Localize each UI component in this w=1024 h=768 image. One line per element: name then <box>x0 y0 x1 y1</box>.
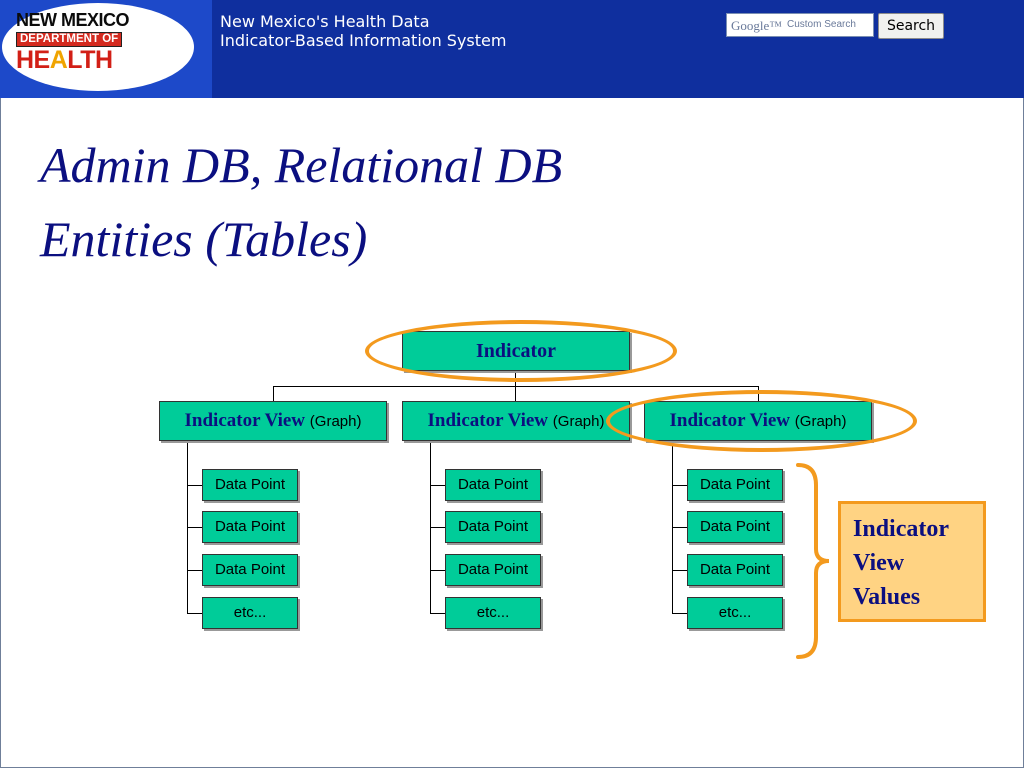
search-input[interactable]: Google™ Custom Search <box>726 13 874 37</box>
data-point-node: Data Point <box>202 511 298 543</box>
google-brand: Google™ <box>731 18 783 33</box>
data-point-node: Data Point <box>687 511 783 543</box>
indicator-view-node-2: Indicator View (Graph) <box>402 401 630 441</box>
logo-line-new-mexico: NEW MEXICO <box>16 10 130 30</box>
branch-drop-2 <box>515 386 516 401</box>
col1-tick <box>187 527 202 528</box>
col2-tick <box>430 613 445 614</box>
callout-line: View <box>853 550 905 576</box>
logo-oval <box>2 3 194 91</box>
data-point-node: Data Point <box>445 511 541 543</box>
search-placeholder: Custom Search <box>787 19 856 30</box>
callout-line: Indicator <box>853 516 949 542</box>
search-button[interactable]: Search <box>878 13 944 39</box>
col1-tick <box>187 485 202 486</box>
col2-tick <box>430 485 445 486</box>
col1-tick <box>187 613 202 614</box>
etc-node: etc... <box>445 597 541 629</box>
indicator-highlight-oval <box>365 320 677 382</box>
data-point-node: Data Point <box>445 554 541 586</box>
slide-title-line1: Admin DB, Relational DB <box>40 137 563 193</box>
view-label: Indicator View <box>184 410 306 431</box>
etc-node: etc... <box>202 597 298 629</box>
curly-brace-icon <box>796 463 830 659</box>
system-title-line1: New Mexico's Health Data <box>220 12 430 31</box>
data-point-node: Data Point <box>202 554 298 586</box>
view-label: Indicator View <box>427 410 549 431</box>
data-point-node: Data Point <box>687 554 783 586</box>
data-point-node: Data Point <box>202 469 298 501</box>
data-point-node: Data Point <box>687 469 783 501</box>
data-point-node: Data Point <box>445 469 541 501</box>
branch-bar <box>273 386 759 387</box>
col3-tick <box>672 485 687 486</box>
col2-tick <box>430 527 445 528</box>
view-highlight-oval <box>606 390 917 452</box>
logo-line-health: HEALTH <box>16 46 113 74</box>
view-sublabel: (Graph) <box>309 413 362 430</box>
header-banner: NEW MEXICO DEPARTMENT OF HEALTH New Mexi… <box>0 0 1024 98</box>
indicator-view-node-1: Indicator View (Graph) <box>159 401 387 441</box>
branch-drop-1 <box>273 386 274 401</box>
slide-title: Admin DB, Relational DB Entities (Tables… <box>40 128 562 276</box>
indicator-view-values-callout: Indicator View Values <box>838 501 986 622</box>
col1-tick <box>187 570 202 571</box>
view-sublabel: (Graph) <box>552 413 605 430</box>
col3-tick <box>672 527 687 528</box>
col3-tick <box>672 570 687 571</box>
col3-tick <box>672 613 687 614</box>
etc-node: etc... <box>687 597 783 629</box>
logo-area: NEW MEXICO DEPARTMENT OF HEALTH <box>0 0 212 98</box>
slide-title-line2: Entities (Tables) <box>40 211 368 267</box>
system-title[interactable]: New Mexico's Health Data Indicator-Based… <box>220 12 506 50</box>
nmdoh-logo[interactable]: NEW MEXICO DEPARTMENT OF HEALTH <box>16 10 142 74</box>
system-title-line2: Indicator-Based Information System <box>220 31 507 50</box>
callout-line: Values <box>853 584 921 610</box>
col2-tick <box>430 570 445 571</box>
logo-line-department: DEPARTMENT OF <box>16 32 123 47</box>
